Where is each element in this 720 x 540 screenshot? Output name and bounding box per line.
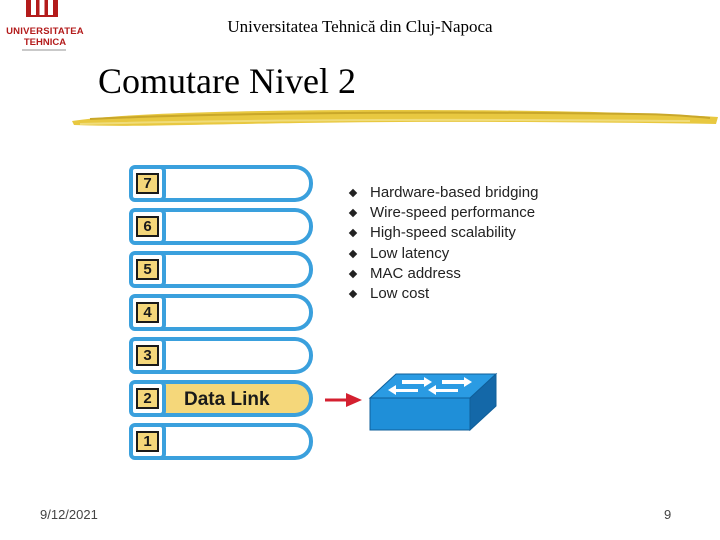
layer-2-number: 2 xyxy=(129,380,166,417)
layer-3-box xyxy=(158,337,313,374)
feature-item: Low cost xyxy=(348,284,538,304)
title-underline-brushstroke xyxy=(72,110,718,126)
layer-7-number: 7 xyxy=(129,165,166,202)
layer-5-box xyxy=(158,251,313,288)
bullet-icon xyxy=(348,249,358,258)
layer-3-number: 3 xyxy=(129,337,166,374)
bullet-icon xyxy=(348,208,358,218)
slide-header: Universitatea Tehnică din Cluj-Napoca xyxy=(227,17,493,36)
right-arrow-icon xyxy=(325,393,362,407)
layer-5-number: 5 xyxy=(129,251,166,288)
bullet-icon xyxy=(348,269,358,278)
footer-date: 9/12/2021 xyxy=(40,507,98,522)
layer-7-box xyxy=(158,165,313,202)
bullet-icon xyxy=(348,229,358,238)
layer-2-label: Data Link xyxy=(184,389,270,410)
university-logo: UNIVERSITATEA TEHNICA xyxy=(0,0,90,54)
logo-text-line2: TEHNICA xyxy=(23,37,67,48)
layer-2-box: Data Link xyxy=(158,380,313,417)
logo-text-line1: UNIVERSITATEA xyxy=(6,26,84,37)
bullet-icon xyxy=(348,188,358,198)
feature-item: High-speed scalability xyxy=(348,223,538,243)
layer-4-box xyxy=(158,294,313,331)
layer-1-number: 1 xyxy=(129,423,166,460)
layer-6-box xyxy=(158,208,313,245)
bullet-icon xyxy=(348,289,358,299)
feature-list: Hardware-based bridging Wire-speed perfo… xyxy=(348,183,538,304)
university-crest-icon xyxy=(26,0,58,20)
feature-item: Hardware-based bridging xyxy=(348,183,538,203)
layer-4-number: 4 xyxy=(129,294,166,331)
layer-1-box xyxy=(158,423,313,460)
logo-subtitle-bar xyxy=(22,49,66,51)
slide-title: Comutare Nivel 2 xyxy=(98,61,356,101)
feature-item: Wire-speed performance xyxy=(348,203,538,223)
feature-item: MAC address xyxy=(348,264,538,284)
layer-6-number: 6 xyxy=(129,208,166,245)
page-number: 9 xyxy=(664,507,672,522)
network-switch-icon xyxy=(368,372,498,432)
feature-item: Low latency xyxy=(348,244,538,264)
